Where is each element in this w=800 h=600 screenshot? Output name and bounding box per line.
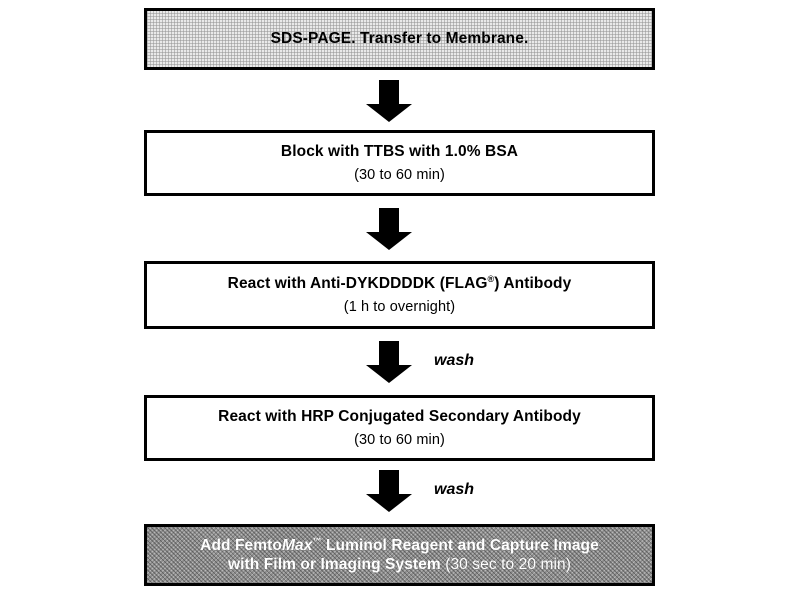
flow-step-primary-antibody: React with Anti-DYKDDDDK (FLAG®) Antibod…	[144, 261, 658, 332]
flow-step-secondary-antibody: React with HRP Conjugated Secondary Anti…	[144, 395, 658, 464]
wash-label-2: wash	[434, 481, 475, 498]
flow-step-block-ttbs: Block with TTBS with 1.0% BSA (30 to 60 …	[144, 130, 658, 199]
step-3-primary-post: ) Antibody	[494, 275, 572, 293]
step-3-primary-text: React with Anti-DYKDDDDK (FLAG®) Antibod…	[228, 274, 572, 293]
step-5-secondary-text: with Film or Imaging System (30 sec to 2…	[228, 555, 571, 574]
down-arrow-icon-2	[365, 208, 413, 251]
flow-step-luminol-capture: Add FemtoMax™ Luminol Reagent and Captur…	[144, 524, 658, 589]
step-5-secondary-bold: with Film or Imaging System	[227, 556, 441, 573]
down-arrow-icon-4	[365, 470, 413, 513]
step-3-primary-pre: React with Anti-DYKDDDDK (FLAG	[227, 275, 488, 293]
step-1-primary-text: SDS-PAGE. Transfer to Membrane.	[270, 30, 529, 48]
down-arrow-icon-1	[365, 80, 413, 123]
step-5-brand-max: Max	[282, 536, 313, 554]
flow-step-sds-page: SDS-PAGE. Transfer to Membrane.	[144, 8, 658, 73]
step-2-primary-text: Block with TTBS with 1.0% BSA	[280, 143, 519, 161]
step-4-primary-text: React with HRP Conjugated Secondary Anti…	[218, 408, 581, 426]
step-5-primary-post: Luminol Reagent and Capture Image	[321, 536, 599, 554]
down-arrow-icon-3	[365, 341, 413, 384]
step-5-primary-text: Add FemtoMax™ Luminol Reagent and Captur…	[200, 536, 599, 555]
step-3-secondary-text: (1 h to overnight)	[343, 298, 456, 315]
wash-label-1: wash	[434, 352, 475, 369]
trademark-icon: ™	[312, 535, 322, 546]
step-4-secondary-text: (30 to 60 min)	[354, 431, 445, 448]
step-5-secondary-plain: (30 sec to 20 min)	[440, 556, 572, 573]
step-5-primary-pre: Add Femto	[200, 536, 282, 554]
registered-trademark-icon: ®	[487, 274, 495, 285]
step-2-secondary-text: (30 to 60 min)	[354, 166, 445, 183]
